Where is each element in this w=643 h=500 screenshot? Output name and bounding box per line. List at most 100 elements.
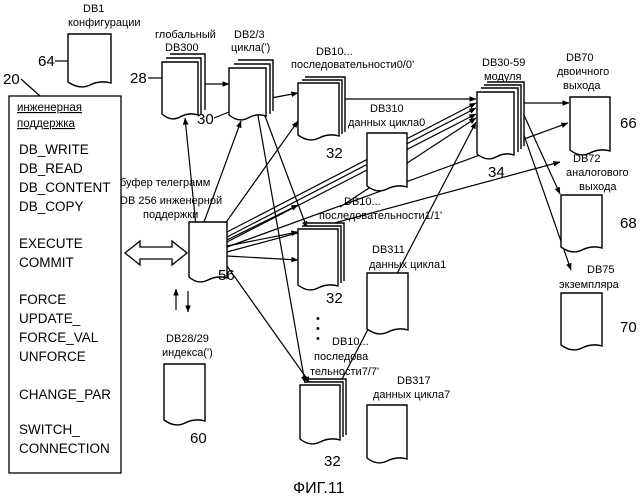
db311-label-2: данных цикла1 bbox=[369, 259, 446, 271]
db256-ref: 56 bbox=[218, 267, 235, 284]
db1-label-2: конфигурации bbox=[68, 17, 141, 29]
db72-label-1: DB72 bbox=[573, 153, 601, 165]
db75-label-2: экземпляра bbox=[559, 279, 620, 291]
figure-caption: ФИГ.11 bbox=[293, 480, 345, 497]
arrow-db256-db10-1-bot bbox=[227, 256, 298, 260]
db256-label-1: буфер телеграмм bbox=[120, 177, 210, 189]
db300-label-1: глобальный bbox=[155, 29, 216, 41]
menu-ref: 20 bbox=[3, 71, 20, 88]
block-db2829: DB28/29 индекса(') 60 bbox=[162, 333, 213, 447]
block-db72: DB72 аналогового выхода 68 bbox=[561, 153, 637, 252]
db70-ref: 66 bbox=[620, 115, 637, 132]
menu-item-update: UPDATE_ bbox=[19, 311, 81, 326]
menu-item-db-copy: DB_COPY bbox=[19, 199, 84, 214]
db10-7-label-1: DB10... bbox=[332, 336, 369, 348]
menu-item-force-val: FORCE_VAL bbox=[19, 330, 99, 345]
db75-doc bbox=[561, 293, 602, 350]
db311-label-1: DB311 bbox=[372, 244, 405, 256]
db10-7-doc bbox=[300, 385, 340, 444]
block-db300: глобальный DB300 28 bbox=[130, 29, 216, 119]
block-db1: DB1 конфигурации 64 bbox=[38, 3, 141, 87]
db3059-doc bbox=[477, 92, 514, 159]
db23-doc bbox=[229, 68, 266, 120]
menu-item-change-par: CHANGE_PAR bbox=[19, 387, 111, 402]
db75-label-1: DB75 bbox=[587, 264, 615, 276]
db72-label-3: выхода bbox=[579, 181, 617, 193]
menu-item-commit: COMMIT bbox=[19, 255, 74, 270]
ellipsis-dot-3: • bbox=[316, 333, 320, 345]
db70-doc bbox=[570, 97, 610, 155]
block-db3059: DB30-59 модуля 34 bbox=[477, 57, 525, 181]
db311-doc bbox=[367, 273, 408, 334]
menu-ref-leader bbox=[21, 79, 40, 96]
db23-label-1: DB2/3 bbox=[234, 29, 265, 41]
ref-30-leader bbox=[214, 112, 229, 118]
menu-item-db-read: DB_READ bbox=[19, 161, 83, 176]
menu-item-db-write: DB_WRITE bbox=[19, 142, 89, 157]
db23-ref: 30 bbox=[197, 111, 214, 128]
db310-label-2: данных цикла0 bbox=[348, 117, 425, 129]
menu-item-unforce: UNFORCE bbox=[19, 349, 86, 364]
menu-item-switch: SWITCH_ bbox=[19, 422, 80, 437]
db70-label-2: двоичного bbox=[557, 66, 609, 78]
db1-doc bbox=[68, 34, 111, 87]
menu-item-force: FORCE bbox=[19, 292, 66, 307]
db317-label-2: данных цикла7 bbox=[373, 389, 450, 401]
db10-0-label-1: DB10... bbox=[316, 46, 353, 58]
db70-label-3: выхода bbox=[563, 80, 601, 92]
arrow-db256-db3059-c bbox=[227, 114, 476, 242]
db10-1-label-2: последовательности1/1' bbox=[319, 210, 442, 222]
db310-label-1: DB310 bbox=[370, 103, 404, 115]
db300-ref: 28 bbox=[130, 70, 147, 87]
db2829-label-1: DB28/29 bbox=[166, 333, 209, 345]
menu-item-execute: EXECUTE bbox=[19, 236, 83, 251]
db1-ref: 64 bbox=[38, 53, 55, 70]
block-db256: буфер телеграмм DB 256 инженерной поддер… bbox=[120, 177, 235, 284]
db23-label-2: цикла(') bbox=[231, 42, 270, 54]
db2829-doc bbox=[164, 364, 205, 425]
db310-doc bbox=[367, 133, 407, 191]
block-db75: DB75 экземпляра 70 bbox=[559, 264, 637, 350]
db10-1-ref: 32 bbox=[326, 290, 343, 307]
db2829-label-2: индекса(') bbox=[162, 347, 213, 359]
db10-7-ref: 32 bbox=[324, 453, 341, 470]
arrow-db23-db10-0 bbox=[271, 93, 298, 98]
db75-ref: 70 bbox=[620, 319, 637, 336]
db10-0-ref: 32 bbox=[326, 145, 343, 162]
ellipsis-dots: • • • bbox=[316, 313, 320, 345]
arrow-db256-db10-1-top bbox=[227, 205, 298, 240]
db256-label-2: DB 256 инженерной bbox=[120, 195, 222, 207]
menu-item-connection: CONNECTION bbox=[19, 441, 110, 456]
bidirectional-hollow-arrow bbox=[125, 241, 187, 265]
block-db23: DB2/3 цикла(') 30 bbox=[197, 29, 273, 128]
db70-label-1: DB70 bbox=[566, 52, 594, 64]
db10-7-label-2: последова bbox=[314, 351, 369, 363]
engineering-menu: 20 инженерная поддержка DB_WRITE DB_READ… bbox=[3, 71, 121, 473]
menu-item-db-content: DB_CONTENT bbox=[19, 180, 111, 195]
db10-1-doc bbox=[298, 229, 338, 290]
db2829-ref: 60 bbox=[190, 430, 207, 447]
block-db310: DB310 данных цикла0 bbox=[348, 103, 425, 191]
db10-1-label-1: DB10... bbox=[344, 196, 381, 208]
db317-label-1: DB317 bbox=[397, 375, 431, 387]
db72-ref: 68 bbox=[620, 215, 637, 232]
arrow-db3059-db72 bbox=[523, 113, 560, 194]
db10-0-doc bbox=[298, 83, 339, 140]
block-db311: DB311 данных цикла1 bbox=[367, 244, 446, 334]
db317-doc bbox=[367, 405, 407, 463]
block-db317: DB317 данных цикла7 bbox=[367, 375, 450, 463]
menu-title-line-2: поддержка bbox=[17, 118, 76, 130]
db3059-label-2: модуля bbox=[484, 71, 522, 83]
db72-doc bbox=[561, 195, 602, 252]
db300-doc bbox=[162, 62, 198, 119]
menu-title-line-1: инженерная bbox=[17, 102, 82, 114]
db300-label-2: DB300 bbox=[165, 42, 199, 54]
db72-label-2: аналогового bbox=[566, 167, 629, 179]
db10-0-label-2: последовательности0/0' bbox=[291, 59, 414, 71]
db10-7-label-3: тельности7/7' bbox=[310, 366, 379, 378]
db3059-ref: 34 bbox=[488, 164, 505, 181]
db1-label-1: DB1 bbox=[83, 3, 104, 15]
db3059-label-1: DB30-59 bbox=[482, 57, 525, 69]
db256-label-3: поддержки bbox=[143, 209, 198, 221]
